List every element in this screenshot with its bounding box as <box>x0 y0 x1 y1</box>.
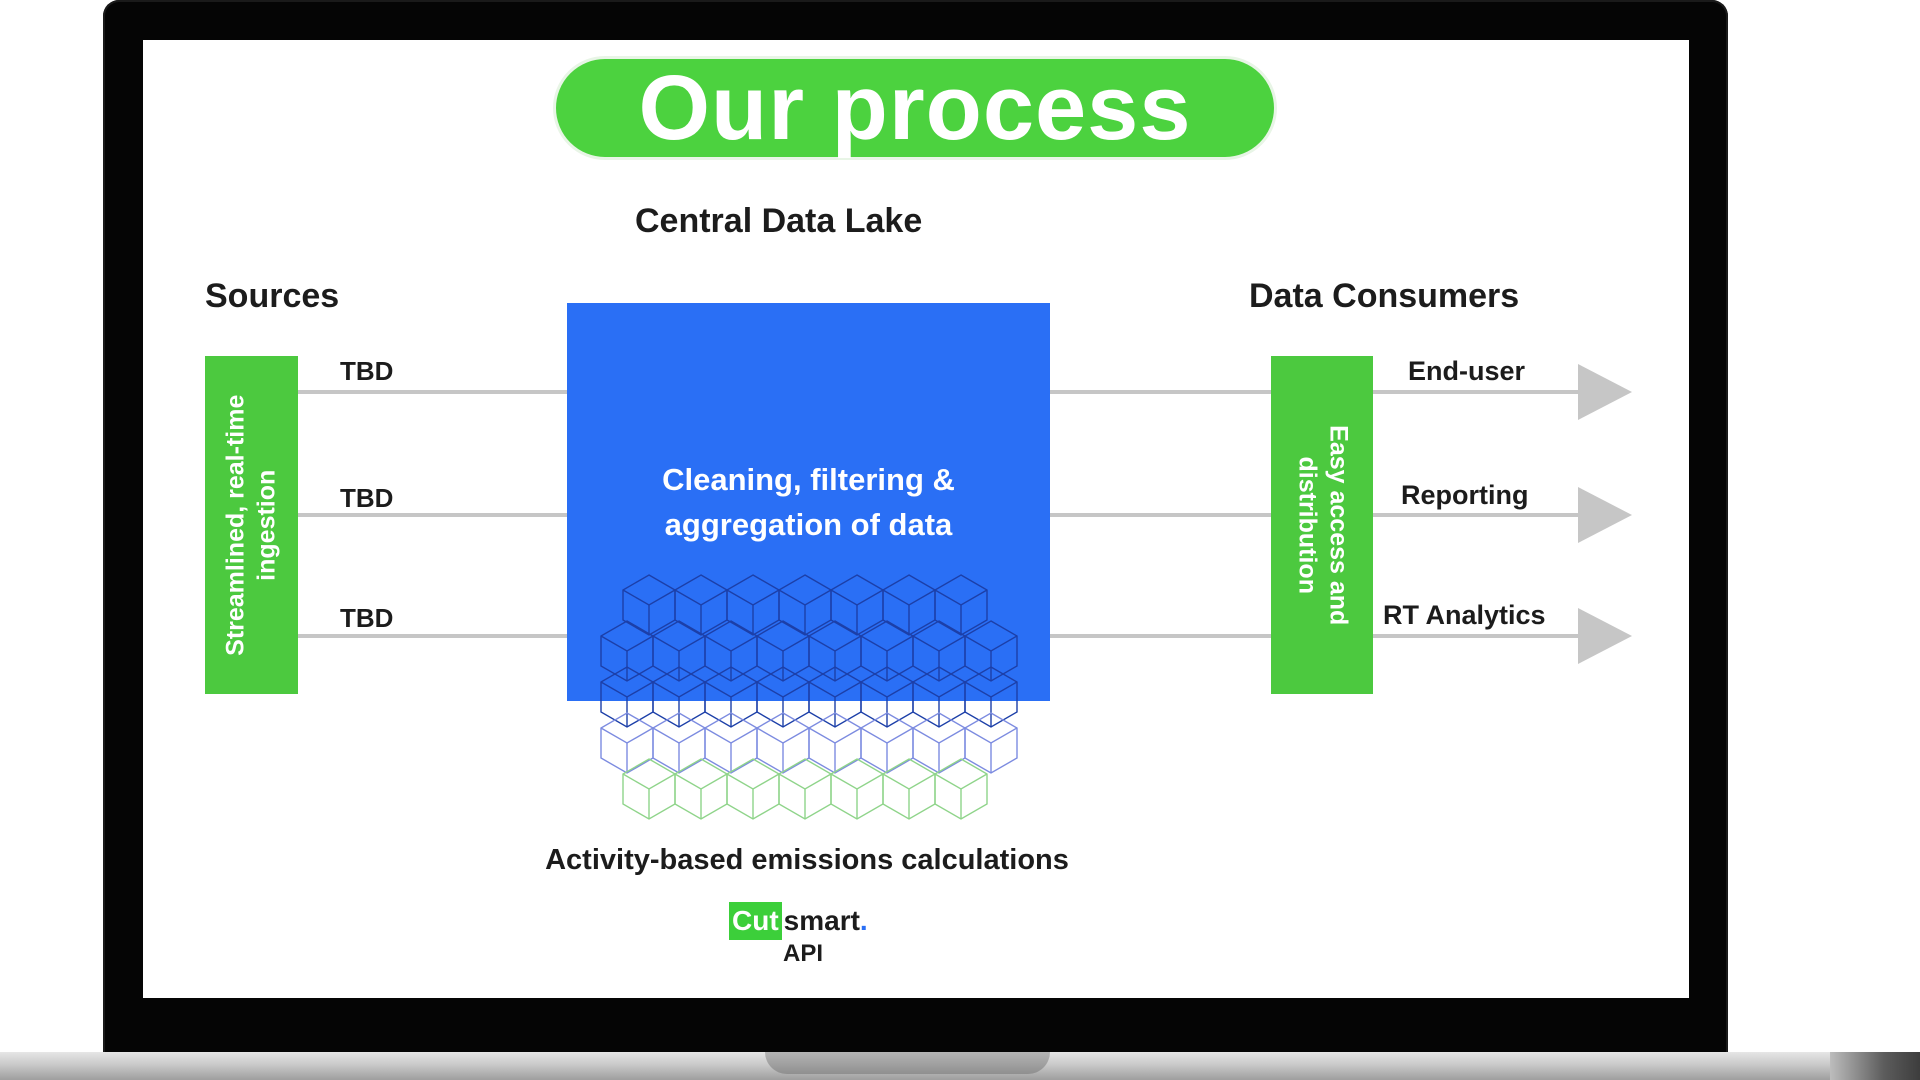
cube-edge <box>964 681 1018 698</box>
consumer-arrow-line-1 <box>1373 390 1583 394</box>
laptop-screen: Our process Central Data Lake Sources Da… <box>143 40 1689 998</box>
source-lane-1-label: TBD <box>340 356 394 386</box>
cube-edge <box>882 589 936 606</box>
cube-edge <box>704 727 758 744</box>
source-connector-3 <box>298 634 568 638</box>
cube-edge <box>652 727 706 744</box>
laptop-bezel: Our process Central Data Lake Sources Da… <box>103 0 1728 1058</box>
cube-edge <box>912 681 966 698</box>
cube-edge <box>808 681 862 698</box>
api-label: API <box>782 940 823 967</box>
cube-edge <box>912 635 966 652</box>
cube-edge <box>600 727 654 744</box>
arrow-right-icon <box>1578 364 1632 420</box>
data-cubes-graphic <box>600 574 1018 820</box>
cube-edge <box>964 635 1018 652</box>
cube-edge <box>704 635 758 652</box>
consumers-distribution-bar: Easy access and distribution <box>1271 356 1373 694</box>
cube-edge <box>726 589 780 606</box>
cube-edge <box>622 773 676 790</box>
cube-edge <box>756 681 810 698</box>
consumer-reporting: Reporting <box>1401 480 1529 510</box>
cube-edge <box>674 773 728 790</box>
logo-cut: Cut <box>729 902 782 940</box>
consumers-bar-text: Easy access and distribution <box>1291 425 1354 625</box>
cube-edge <box>912 727 966 744</box>
sources-bar-line2: ingestion <box>252 469 281 581</box>
cube-edge <box>756 635 810 652</box>
logo-dot: . <box>859 905 868 936</box>
cube-edge <box>600 635 654 652</box>
consumers-bar-line1: Easy access and <box>1324 424 1353 626</box>
logo-smart: smart <box>783 905 860 936</box>
sources-bar-text: Streamlined, real-time ingestion <box>220 394 283 655</box>
laptop-base-edge <box>1830 1052 1920 1080</box>
source-connector-2 <box>298 513 568 517</box>
sources-heading: Sources <box>205 277 340 315</box>
cube-edge <box>860 727 914 744</box>
cube-edge <box>756 727 810 744</box>
central-lake-heading: Central Data Lake <box>635 202 923 240</box>
source-lane-3-label: TBD <box>340 603 394 633</box>
sources-ingestion-bar: Streamlined, real-time ingestion <box>205 356 298 694</box>
cube-edge <box>600 681 654 698</box>
page-title: Our process <box>638 57 1192 159</box>
cube-edge <box>778 589 832 606</box>
cube-edge <box>830 773 884 790</box>
consumer-end-user: End-user <box>1408 356 1526 386</box>
arrow-right-icon <box>1578 608 1632 664</box>
consumers-heading: Data Consumers <box>1249 277 1520 315</box>
cutsmart-logo: Cut smart . <box>729 902 868 940</box>
sources-bar-line1: Streamlined, real-time <box>221 394 250 656</box>
cube-edge <box>860 681 914 698</box>
cube-edge <box>882 773 936 790</box>
cube-edge <box>778 773 832 790</box>
cube-edge <box>830 589 884 606</box>
cube-edge <box>934 773 988 790</box>
cube-edge <box>808 635 862 652</box>
cube-edge <box>934 589 988 606</box>
lake-line1: Cleaning, filtering & <box>662 462 955 497</box>
title-pill: Our process <box>553 56 1277 160</box>
activity-caption: Activity-based emissions calculations <box>545 844 1069 876</box>
consumer-arrow-line-2 <box>1373 513 1583 517</box>
cube-edge <box>674 589 728 606</box>
consumer-arrow-line-3 <box>1373 634 1583 638</box>
cube-edge <box>808 727 862 744</box>
cube-edge <box>860 635 914 652</box>
lake-line2: aggregation of data <box>664 506 953 542</box>
cube-edge <box>652 635 706 652</box>
lake-to-consumers-connector-1 <box>1050 390 1272 394</box>
cube-edge <box>652 681 706 698</box>
cube-edge <box>622 589 676 606</box>
cube-edge <box>964 727 1018 744</box>
lake-to-consumers-connector-2 <box>1050 513 1272 517</box>
arrow-right-icon <box>1578 487 1632 543</box>
lake-description: Cleaning, filtering & aggregation of dat… <box>567 458 1050 548</box>
cube-edge <box>726 773 780 790</box>
source-connector-1 <box>298 390 568 394</box>
cube-edge <box>704 681 758 698</box>
laptop-opening-notch <box>765 1052 1050 1074</box>
lake-to-consumers-connector-3 <box>1050 634 1272 638</box>
consumer-rt-analytics: RT Analytics <box>1383 600 1546 630</box>
source-lane-2-label: TBD <box>340 483 394 513</box>
consumers-bar-line2: distribution <box>1293 456 1321 594</box>
